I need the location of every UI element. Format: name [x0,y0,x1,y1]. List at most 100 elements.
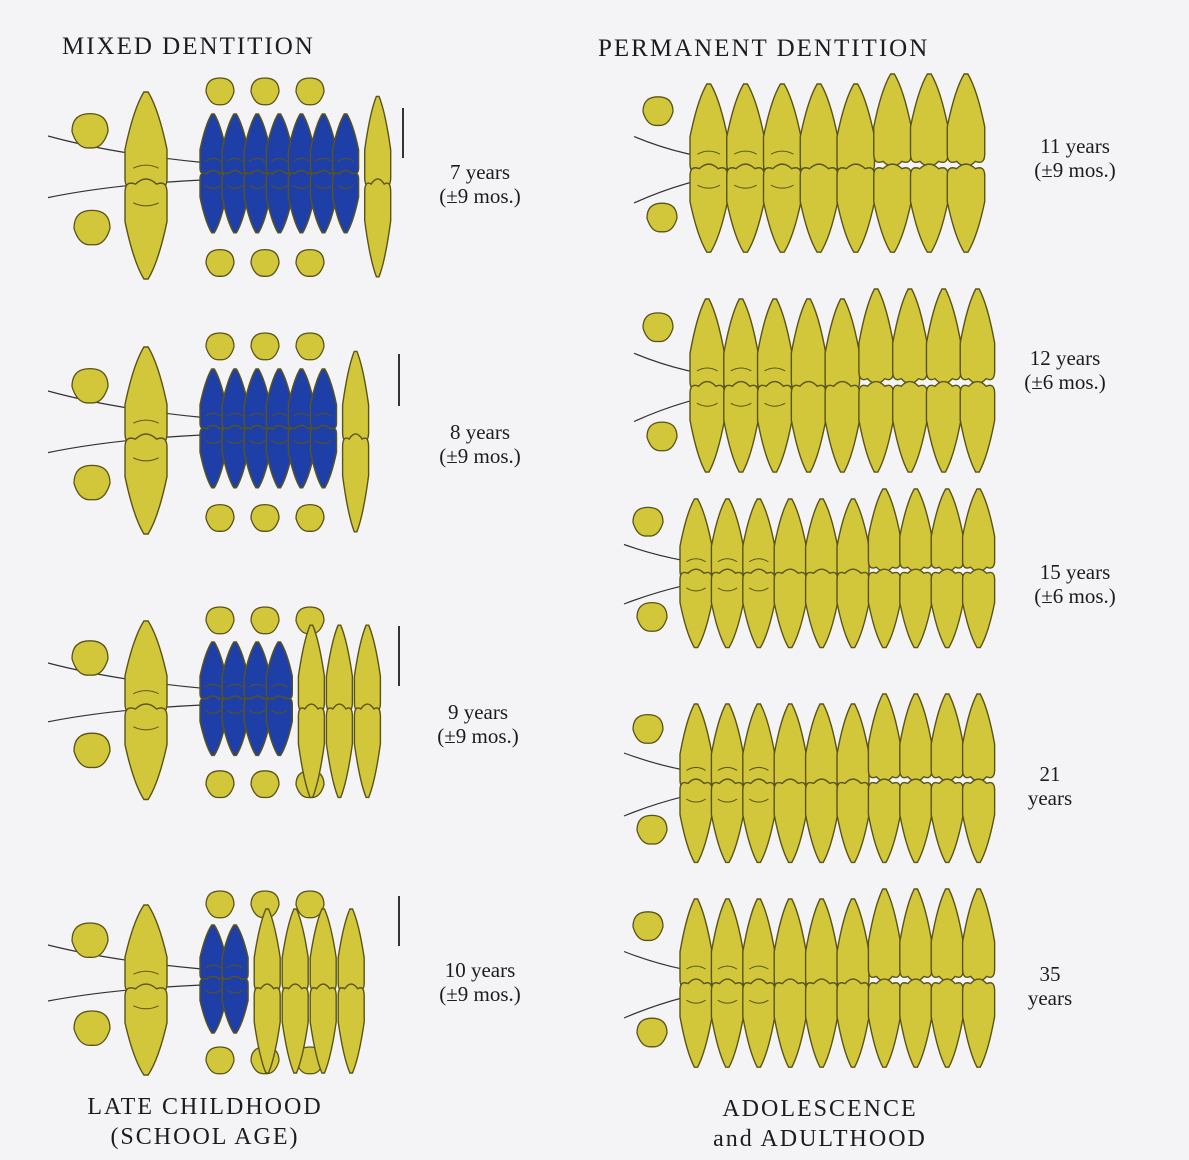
molar-tooth-icon [711,899,743,991]
molar-tooth-icon [680,704,712,791]
tooth-icon [282,909,308,994]
developing-tooth-icon [647,422,677,451]
molar-tooth-icon [680,569,712,647]
tooth-icon [868,489,900,571]
molar-tooth-icon [743,779,775,862]
tooth-icon [791,382,825,473]
tooth-icon [893,382,927,473]
molar-tooth-icon [724,299,758,394]
tooth-icon [837,569,869,647]
tooth-icon [837,164,874,252]
molar-tooth-icon [125,704,167,799]
tooth-icon [310,909,336,994]
tooth-icon [931,489,963,571]
developing-tooth-icon [206,505,234,532]
molar-tooth-icon [711,779,743,862]
molar-tooth-icon [743,569,775,647]
developing-tooth-icon [74,465,110,499]
divider-line-10 [398,896,400,946]
developing-tooth-icon [72,923,108,957]
developing-tooth-icon [251,505,279,532]
age-value: 7 years [410,160,550,184]
tooth-icon [800,164,837,252]
tooth-icon [806,979,838,1067]
tooth-icon [868,889,900,981]
tooth-icon [926,289,960,384]
footer-left-line1: LATE CHILDHOOD [40,1092,370,1122]
molar-tooth-icon [743,979,775,1067]
tooth-icon [868,779,900,862]
tooth-icon [900,569,932,647]
developing-tooth-icon [72,114,108,148]
tooth-icon [931,569,963,647]
age-label-9-years: 9 years (±9 mos.) [408,700,548,748]
age-value: 11 years [1000,134,1150,158]
molar-tooth-icon [125,984,167,1075]
tooth-icon [947,164,984,252]
tooth-icon [963,979,995,1067]
developing-tooth-icon [206,607,234,634]
tooth-icon [774,899,806,991]
developing-tooth-icon [74,210,110,244]
tooth-icon [837,704,869,791]
age-range: (±6 mos.) [1000,584,1150,608]
teeth-illustration-8-years [40,325,400,545]
tooth-icon [859,382,893,473]
molar-tooth-icon [743,899,775,991]
tooth-icon [837,979,869,1067]
age-label-35-years: 35 years [1000,962,1100,1010]
age-range: (±9 mos.) [405,982,555,1006]
teeth-illustration-21-years [620,690,1000,870]
developing-tooth-icon [296,333,324,360]
teeth-illustration-11-years [630,70,990,260]
developing-tooth-icon [637,815,667,844]
developing-tooth-icon [251,771,279,798]
age-range: (±9 mos.) [410,184,550,208]
molar-tooth-icon [727,164,764,252]
tooth-icon [837,899,869,991]
teeth-illustration-10-years [40,885,400,1085]
tooth-icon [900,779,932,862]
molar-tooth-icon [711,704,743,791]
age-value: 8 years [410,420,550,444]
molar-tooth-icon [727,84,764,176]
tooth-icon [868,694,900,781]
tooth-icon [825,299,859,394]
tooth-icon [931,694,963,781]
molar-tooth-icon [222,976,248,1033]
tooth-icon [900,694,932,781]
heading-mixed-dentition: MIXED DENTITION [62,34,315,59]
developing-tooth-icon [206,771,234,798]
developing-tooth-icon [206,1047,234,1074]
molar-tooth-icon [333,171,359,233]
tooth-icon [837,84,874,176]
molar-tooth-icon [758,382,792,473]
developing-tooth-icon [251,250,279,277]
tooth-icon [365,179,391,277]
tooth-icon [900,979,932,1067]
molar-tooth-icon [311,426,337,488]
tooth-icon [806,704,838,791]
tooth-icon [893,289,927,384]
developing-tooth-icon [251,78,279,105]
age-value: 9 years [408,700,548,724]
tooth-icon [365,96,391,189]
tooth-icon [963,694,995,781]
age-label-7-years: 7 years (±9 mos.) [410,160,550,208]
tooth-icon [338,984,364,1073]
developing-tooth-icon [296,78,324,105]
footer-right-line1: ADOLESCENCE [650,1094,990,1124]
tooth-icon [963,569,995,647]
tooth-icon [837,779,869,862]
tooth-icon [806,899,838,991]
age-range: years [1000,986,1100,1010]
developing-tooth-icon [251,333,279,360]
divider-line-7 [402,108,404,158]
developing-tooth-icon [643,97,673,126]
molar-tooth-icon [311,369,337,431]
molar-tooth-icon [266,696,292,755]
tooth-icon [931,779,963,862]
tooth-icon [338,909,364,994]
developing-tooth-icon [206,333,234,360]
